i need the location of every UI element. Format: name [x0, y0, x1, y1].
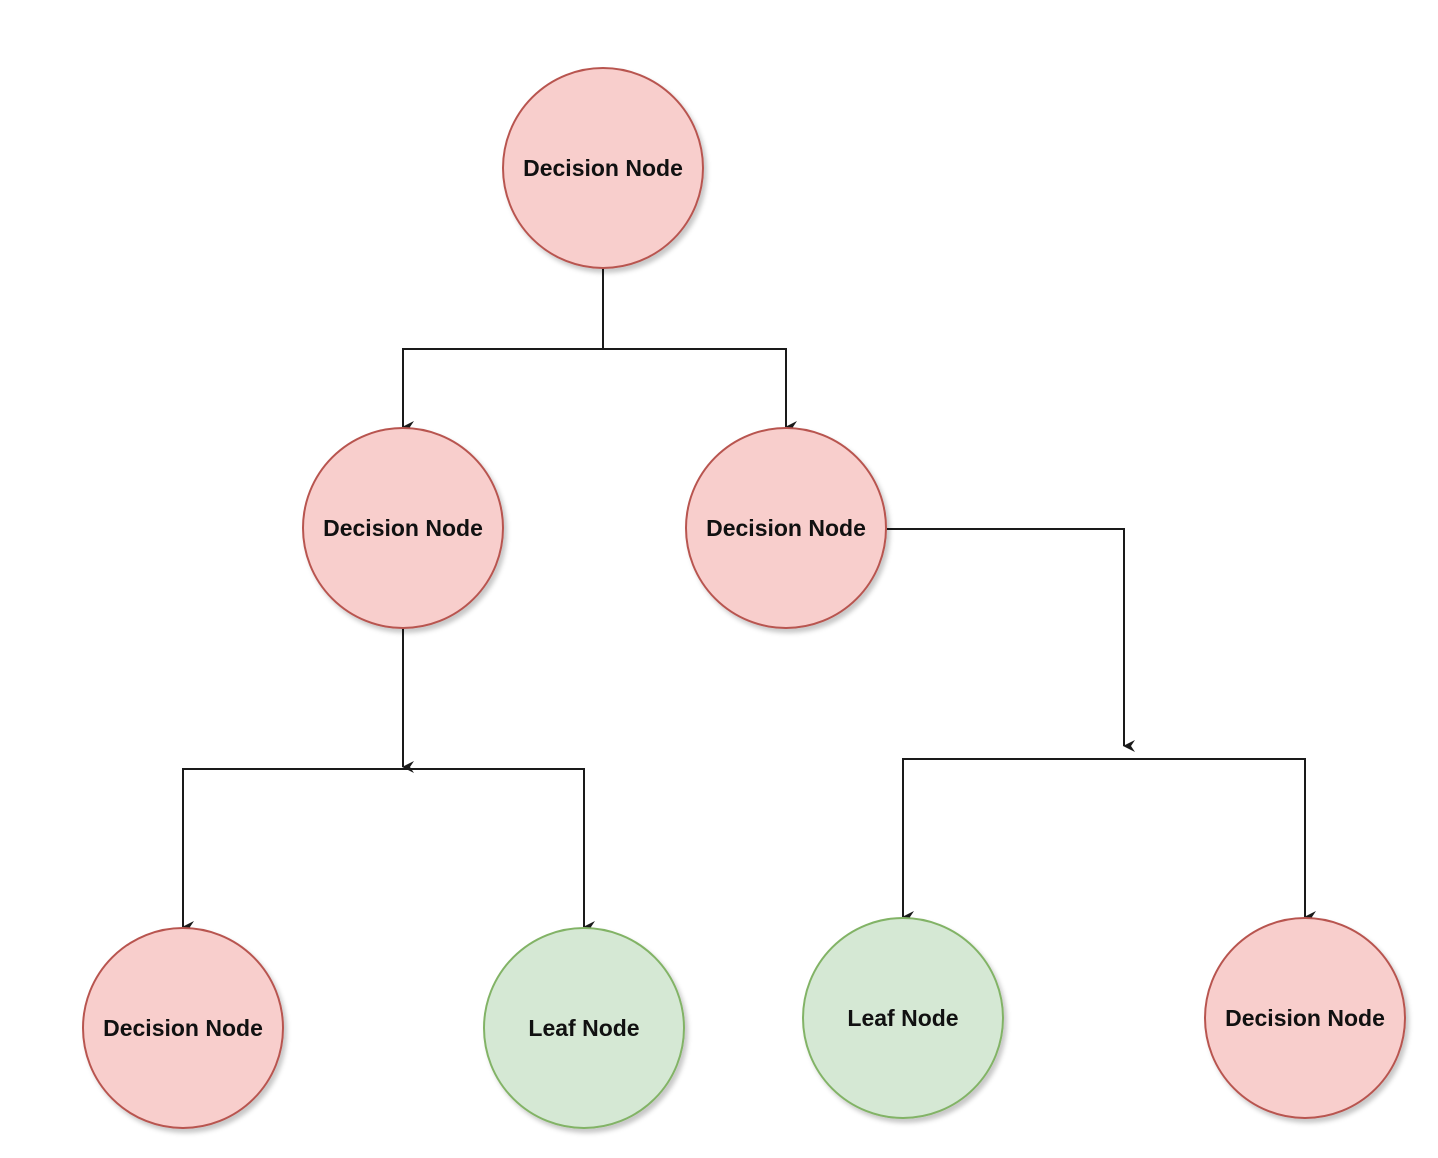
node-right-left-circle — [802, 917, 1004, 1119]
edge-right-to-right-left — [902, 758, 1124, 923]
edge-right-trunk — [886, 528, 1135, 752]
edge-root-to-left — [402, 348, 603, 433]
node-right-left-label: Leaf Node — [847, 1005, 958, 1031]
edge-left-to-left-left — [182, 768, 403, 933]
node-left-left-circle — [82, 927, 284, 1129]
node-left-right-circle — [483, 927, 685, 1129]
node-right-right-label: Decision Node — [1225, 1005, 1385, 1031]
node-left-left-label: Decision Node — [103, 1015, 263, 1041]
node-right-circle — [685, 427, 887, 629]
node-right-left[interactable]: Leaf Node — [802, 917, 1004, 1119]
node-left-right-label: Leaf Node — [528, 1015, 639, 1041]
node-root-label: Decision Node — [523, 155, 683, 181]
node-left-left[interactable]: Decision Node — [82, 927, 284, 1129]
node-root[interactable]: Decision Node — [502, 67, 704, 269]
node-right-right[interactable]: Decision Node — [1204, 917, 1406, 1119]
node-right-right-circle — [1204, 917, 1406, 1119]
node-left[interactable]: Decision Node — [302, 427, 504, 629]
node-right-label: Decision Node — [706, 515, 866, 541]
node-left-right[interactable]: Leaf Node — [483, 927, 685, 1129]
edge-root-to-right — [603, 348, 797, 433]
node-left-label: Decision Node — [323, 515, 483, 541]
node-root-circle — [502, 67, 704, 269]
edge-left-to-left-right — [403, 768, 595, 933]
node-right[interactable]: Decision Node — [685, 427, 887, 629]
edge-right-to-right-right — [1124, 758, 1316, 923]
edges — [182, 268, 1316, 933]
node-left-circle — [302, 427, 504, 629]
